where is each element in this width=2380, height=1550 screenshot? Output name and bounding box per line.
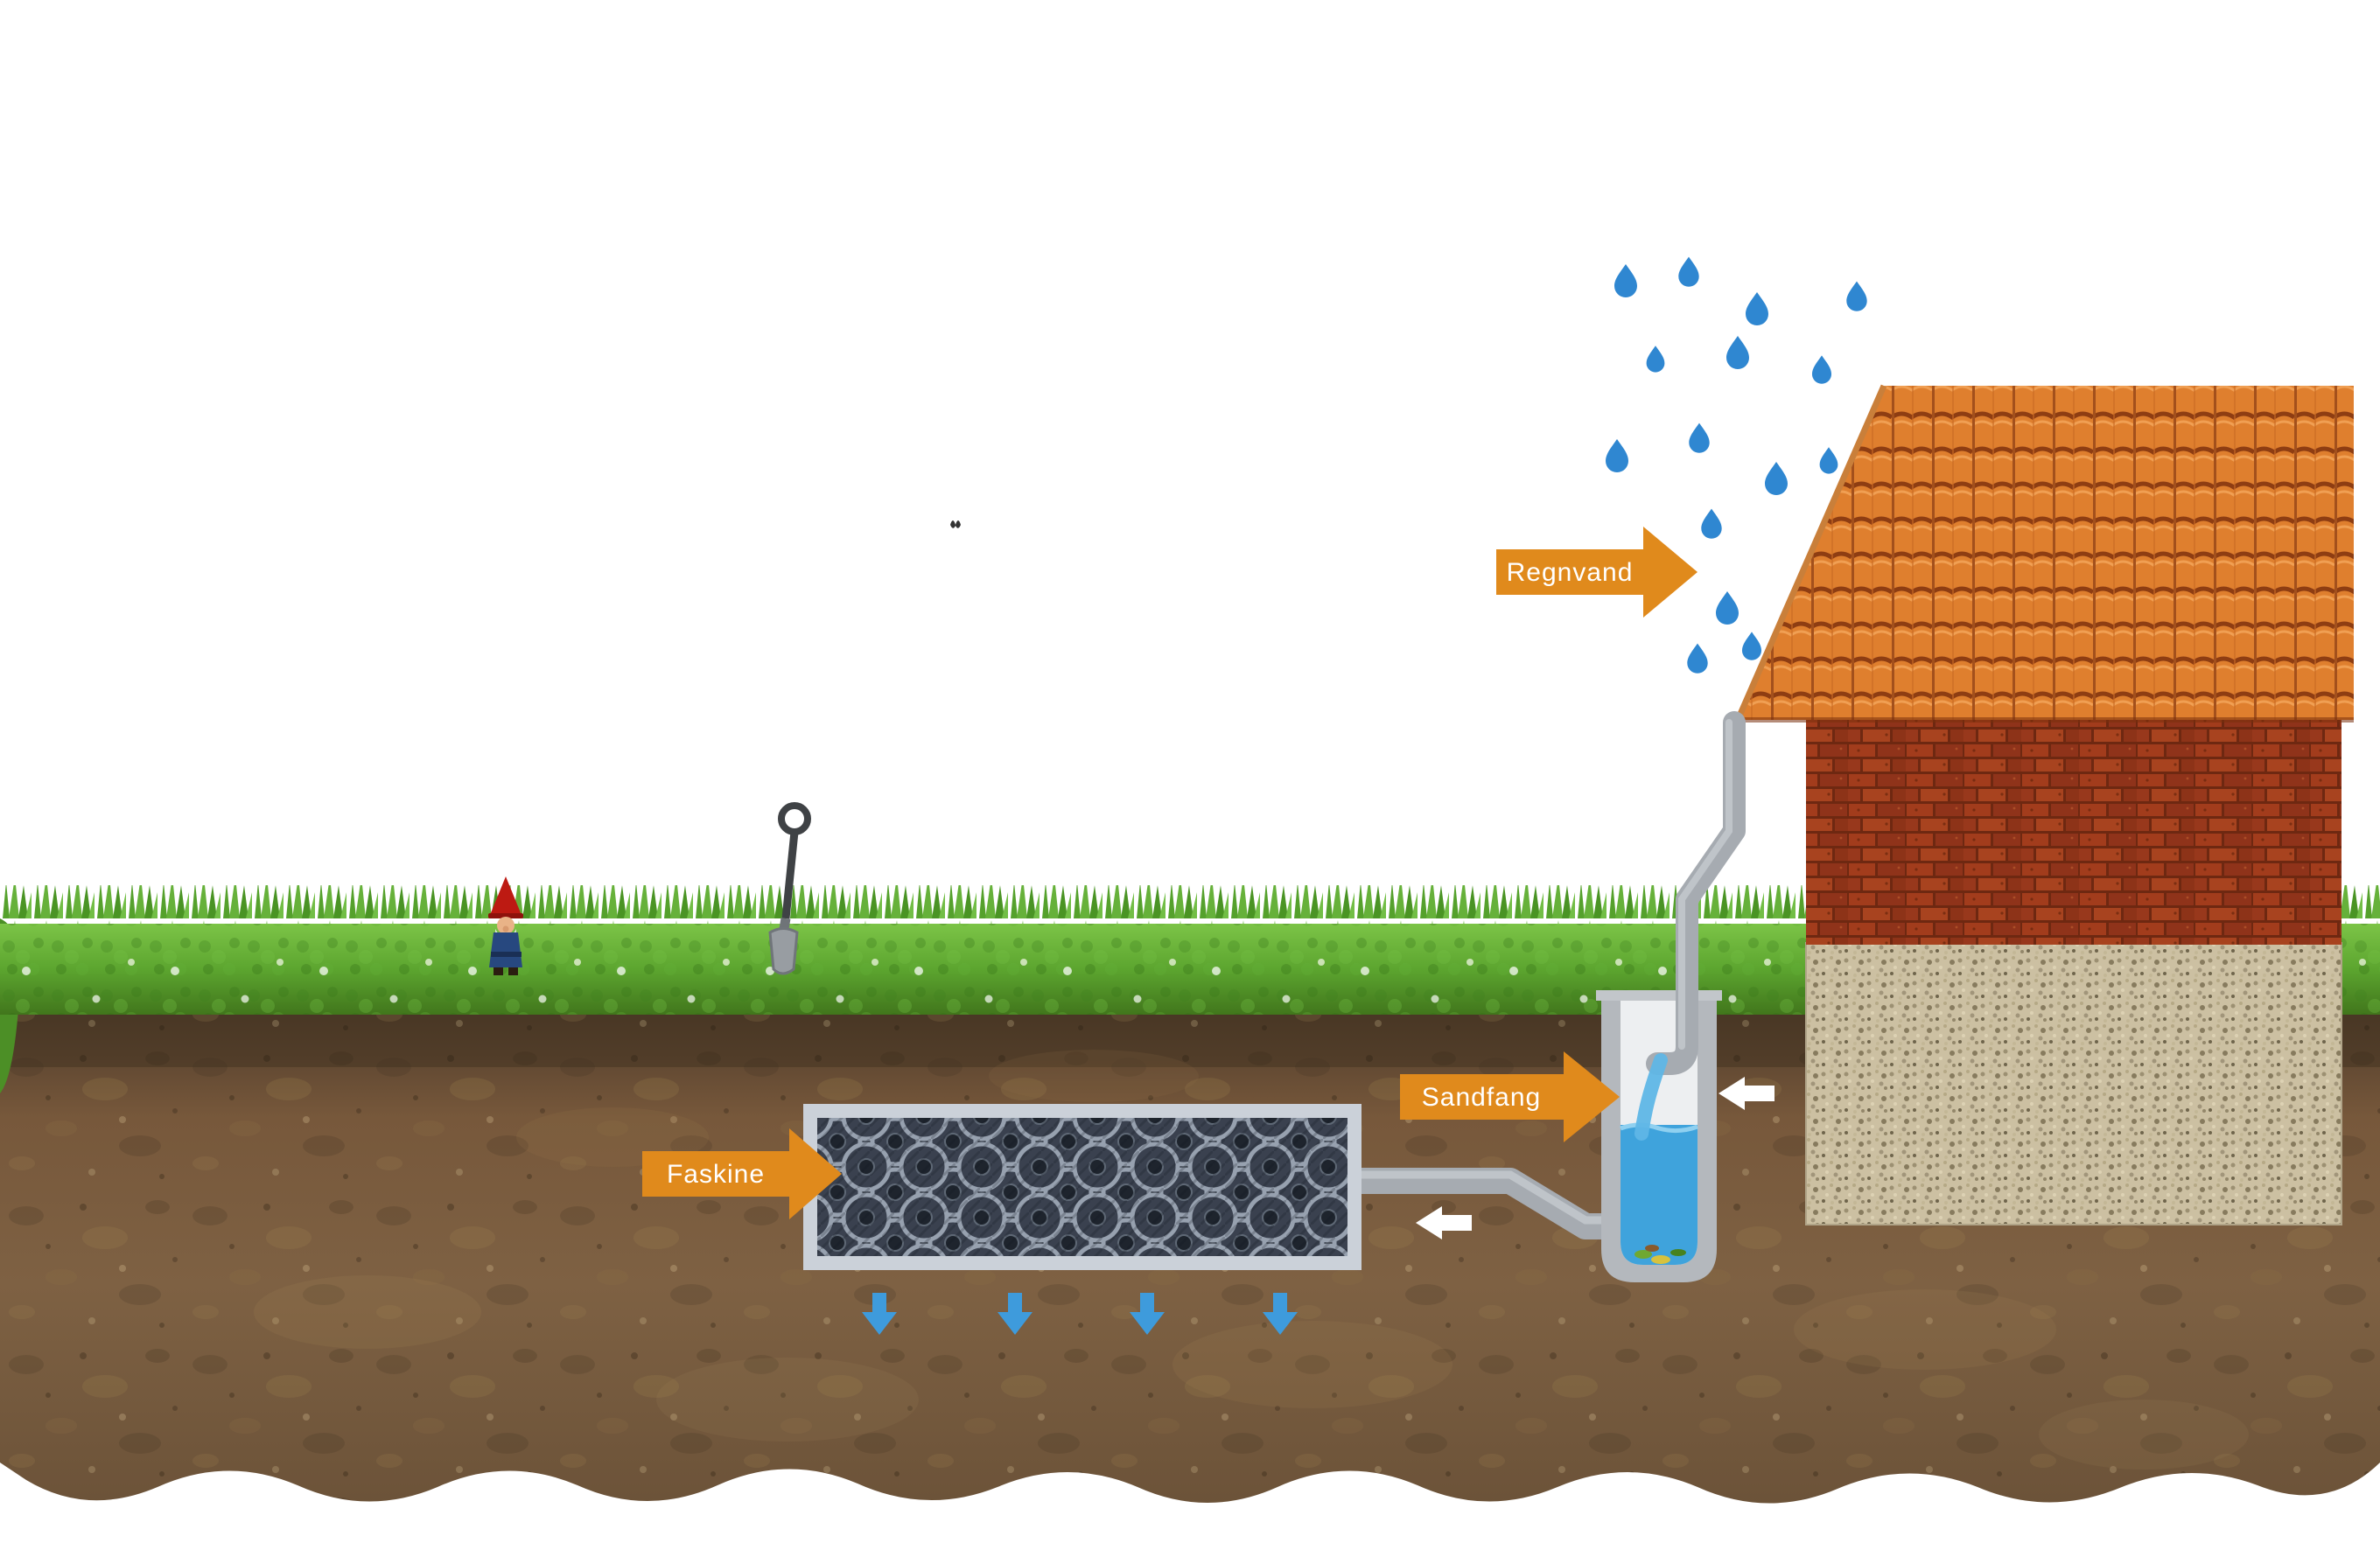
garden-gnome: [488, 876, 523, 975]
rain-drop-icon: [1678, 256, 1699, 287]
rain-drop-icon: [1741, 632, 1762, 660]
house-roof: [1738, 386, 2354, 720]
rain-drop-icon: [1606, 439, 1628, 472]
water-stream: [1634, 1053, 1668, 1141]
label-sandfang-arrowhead: [1564, 1051, 1620, 1142]
faskine-mesh: [817, 1118, 1348, 1256]
rain-drop-icon: [1746, 292, 1768, 325]
label-sandfang-text: Sandfang: [1422, 1083, 1541, 1112]
label-faskine-arrowhead: [789, 1128, 842, 1219]
trap-rim: [1596, 990, 1722, 1001]
water-surface: [1620, 1122, 1698, 1134]
label-sandfang: Sandfang: [1400, 1051, 1620, 1142]
rain-drop-icon: [1726, 336, 1749, 369]
faskine-crate: [803, 1104, 1362, 1270]
downpipe: [1646, 711, 1746, 1075]
sandfang-water: [1620, 1125, 1698, 1265]
rain-drop-icon: [1614, 264, 1637, 297]
drain-pipe: [1348, 1168, 1620, 1239]
house-foundation: [1805, 942, 2342, 1225]
rain-drop-icon: [1765, 462, 1788, 495]
roof-edge-slant: [1734, 384, 1887, 722]
rain-drop-icon: [1701, 508, 1722, 539]
rain-drop-icon: [1646, 346, 1665, 373]
label-regnvand-text: Regnvand: [1507, 558, 1634, 587]
label-regnvand-arrowhead: [1643, 527, 1698, 618]
label-sandfang-box: [1400, 1074, 1564, 1120]
label-faskine: Faskine: [642, 1128, 842, 1219]
label-faskine-box: [642, 1151, 789, 1197]
rain-drop-icon: [1819, 447, 1838, 474]
label-regnvand: Regnvand: [1496, 527, 1698, 618]
rain-drop-icon: [1689, 422, 1710, 453]
house: [1734, 384, 2354, 1225]
rain-drop-icon: [1846, 281, 1867, 311]
sandfang-trap: [1596, 990, 1722, 1282]
rain-drop-icon: [1687, 643, 1708, 674]
trap-leaves: [1634, 1245, 1686, 1264]
label-regnvand-box: [1496, 549, 1643, 595]
label-faskine-text: Faskine: [667, 1160, 765, 1189]
rain-drop-icon: [1811, 355, 1832, 384]
house-brick-wall: [1806, 717, 2342, 945]
butterfly-icon: [950, 520, 961, 528]
shovel: [768, 802, 811, 975]
rain-drop-icon: [1716, 591, 1739, 625]
